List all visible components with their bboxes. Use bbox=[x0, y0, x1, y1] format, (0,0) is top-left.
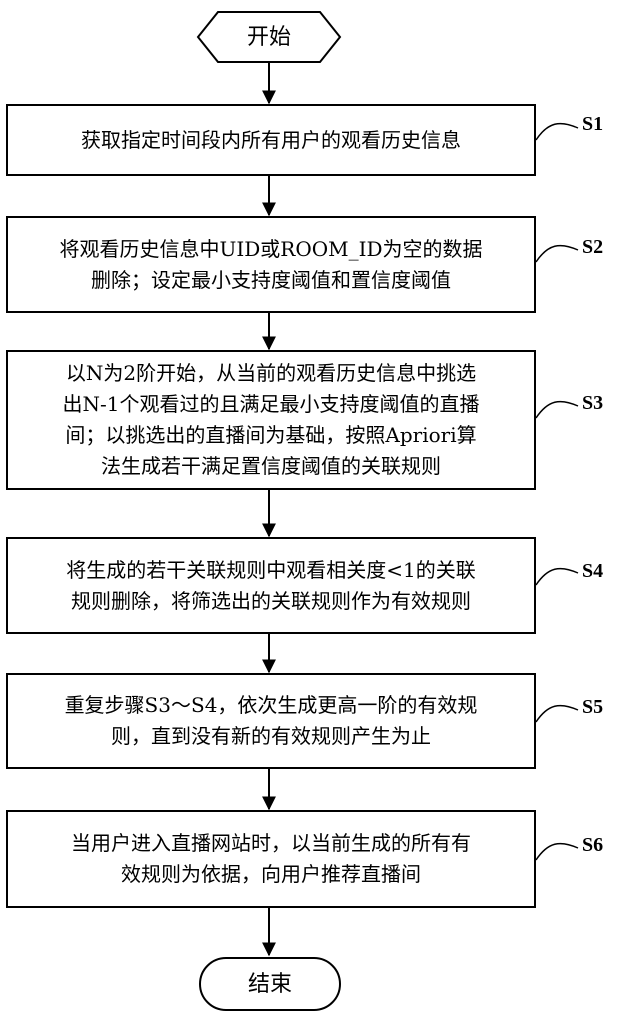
step-s5-box: 重复步骤S3～S4，依次生成更高一阶的有效规 则，直到没有新的有效规则产生为止 bbox=[6, 673, 536, 769]
step-s4-text: 将生成的若干关联规则中观看相关度<1的关联 规则删除，将筛选出的关联规则作为有效… bbox=[66, 555, 475, 617]
step-s3-box: 以N为2阶开始，从当前的观看历史信息中挑选 出N-1个观看过的且满足最小支持度阈… bbox=[6, 350, 536, 490]
leader-s2 bbox=[536, 246, 578, 262]
step-s6-box: 当用户进入直播网站时，以当前生成的所有有 效规则为依据，向用户推荐直播间 bbox=[6, 810, 536, 908]
step-s2-box: 将观看历史信息中UID或ROOM_ID为空的数据 删除；设定最小支持度阈值和置信… bbox=[6, 216, 536, 313]
leader-s6 bbox=[536, 844, 578, 860]
step-s5-label: S5 bbox=[582, 696, 603, 719]
end-node: 结束 bbox=[200, 958, 340, 1010]
step-s1-box: 获取指定时间段内所有用户的观看历史信息 bbox=[6, 104, 536, 176]
step-s6-text: 当用户进入直播网站时，以当前生成的所有有 效规则为依据，向用户推荐直播间 bbox=[71, 828, 471, 890]
step-s5-text: 重复步骤S3～S4，依次生成更高一阶的有效规 则，直到没有新的有效规则产生为止 bbox=[65, 690, 478, 752]
step-s1-text: 获取指定时间段内所有用户的观看历史信息 bbox=[81, 125, 461, 156]
leader-s1 bbox=[536, 124, 578, 140]
start-label: 开始 bbox=[247, 22, 291, 53]
leader-s4 bbox=[536, 569, 578, 585]
leader-s5 bbox=[536, 706, 578, 722]
step-s4-label: S4 bbox=[582, 560, 603, 583]
start-node: 开始 bbox=[198, 12, 340, 62]
step-s3-label: S3 bbox=[582, 392, 603, 415]
leader-s3 bbox=[536, 402, 578, 418]
step-s2-text: 将观看历史信息中UID或ROOM_ID为空的数据 删除；设定最小支持度阈值和置信… bbox=[59, 234, 482, 296]
step-s4-box: 将生成的若干关联规则中观看相关度<1的关联 规则删除，将筛选出的关联规则作为有效… bbox=[6, 537, 536, 634]
step-s2-label: S2 bbox=[582, 236, 603, 259]
end-label: 结束 bbox=[248, 969, 292, 1000]
step-s1-label: S1 bbox=[582, 113, 603, 136]
step-s6-label: S6 bbox=[582, 834, 603, 857]
step-s3-text: 以N为2阶开始，从当前的观看历史信息中挑选 出N-1个观看过的且满足最小支持度阈… bbox=[63, 358, 480, 482]
